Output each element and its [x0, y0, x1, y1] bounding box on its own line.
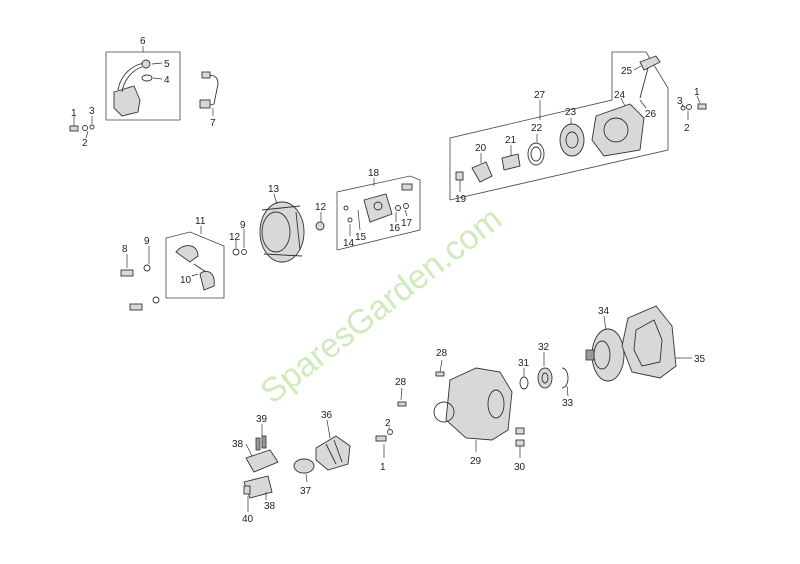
- screw-1-2-lower: [375, 427, 393, 458]
- label-15: 15: [355, 232, 367, 243]
- label-28-upper: 28: [436, 348, 448, 359]
- pins-30: [515, 427, 525, 458]
- label-19: 19: [455, 194, 467, 205]
- ignition-module-group: [336, 175, 421, 251]
- nut-12-upper: [315, 212, 325, 231]
- label-30: 30: [514, 462, 526, 473]
- label-35: 35: [694, 354, 706, 365]
- ignition-coil-group: [105, 46, 181, 121]
- label-7: 7: [210, 118, 216, 129]
- label-16: 16: [389, 223, 401, 234]
- label-24: 24: [614, 90, 626, 101]
- label-1-lower: 1: [380, 462, 386, 473]
- label-21: 21: [505, 135, 517, 146]
- label-20: 20: [475, 143, 487, 154]
- label-3-right: 3: [677, 96, 683, 107]
- coupling: [293, 419, 351, 483]
- clutch-group: [165, 226, 247, 299]
- starter-group: [449, 51, 669, 201]
- spark-plug-wire: [199, 71, 219, 116]
- label-31: 31: [518, 358, 530, 369]
- label-1-right: 1: [694, 87, 700, 98]
- label-2-left: 2: [82, 138, 88, 149]
- callout-labels: 6 5 4 7 1 3 2 27 25 24 26 23 22 21 20 19…: [71, 36, 706, 525]
- label-29: 29: [470, 456, 482, 467]
- label-25: 25: [621, 66, 633, 77]
- label-1-left: 1: [71, 108, 77, 119]
- label-36: 36: [321, 410, 333, 421]
- label-2-right: 2: [684, 123, 690, 134]
- label-12-mid: 12: [229, 232, 241, 243]
- label-28-lower: 28: [395, 377, 407, 388]
- label-27: 27: [534, 90, 546, 101]
- label-26: 26: [645, 109, 657, 120]
- label-3-left: 3: [89, 106, 95, 117]
- label-33: 33: [562, 398, 574, 409]
- label-34: 34: [598, 306, 610, 317]
- label-4: 4: [164, 75, 170, 86]
- crankcase: [397, 359, 513, 452]
- label-22: 22: [531, 123, 543, 134]
- label-13: 13: [268, 184, 280, 195]
- label-23: 23: [565, 107, 577, 118]
- label-2-lower: 2: [385, 418, 391, 429]
- bracket-assembly: [243, 424, 279, 512]
- clutch-bolts: [120, 246, 160, 311]
- label-12-upper: 12: [315, 202, 327, 213]
- clutch-drum: [585, 315, 625, 382]
- label-32: 32: [538, 342, 550, 353]
- label-8: 8: [122, 244, 128, 255]
- label-38-upper: 38: [232, 439, 244, 450]
- label-38-lower: 38: [264, 501, 276, 512]
- flywheel: [259, 193, 305, 263]
- label-9-left: 9: [144, 236, 150, 247]
- label-11: 11: [195, 216, 206, 227]
- label-40: 40: [242, 514, 254, 525]
- label-39: 39: [256, 414, 268, 425]
- screw-set-right: [680, 95, 707, 120]
- label-17: 17: [401, 218, 413, 229]
- label-14: 14: [343, 238, 355, 249]
- screw-set-left: [69, 116, 95, 139]
- bearings: [519, 352, 569, 397]
- label-9-mid: 9: [240, 220, 246, 231]
- clutch-cover: [621, 305, 692, 379]
- label-5: 5: [164, 59, 170, 70]
- label-37: 37: [300, 486, 312, 497]
- label-18: 18: [368, 168, 380, 179]
- label-6: 6: [140, 36, 146, 47]
- label-10: 10: [180, 275, 192, 286]
